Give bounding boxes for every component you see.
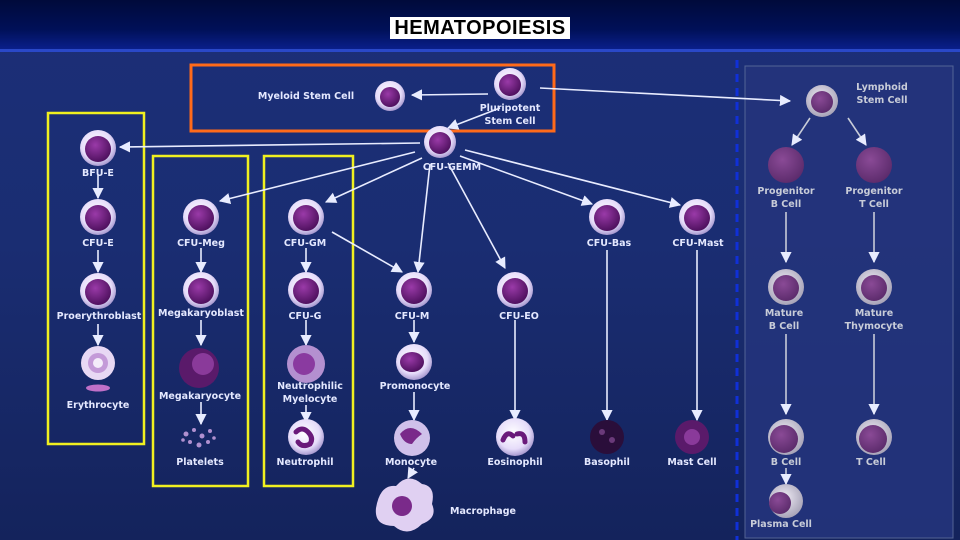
granulocyte-highlight <box>262 154 355 488</box>
svg-text:Stem Cell: Stem Cell <box>857 95 908 106</box>
t-cell: T Cell <box>856 419 892 468</box>
mature-b-cell: Mature B Cell <box>765 269 804 332</box>
svg-text:Erythrocyte: Erythrocyte <box>67 400 130 411</box>
svg-text:Eosinophil: Eosinophil <box>487 457 542 468</box>
svg-text:Macrophage: Macrophage <box>450 506 516 517</box>
svg-text:T Cell: T Cell <box>859 199 889 210</box>
svg-text:Mature: Mature <box>765 308 803 319</box>
svg-text:Plasma Cell: Plasma Cell <box>750 519 812 530</box>
svg-text:CFU-GEMM: CFU-GEMM <box>423 162 481 173</box>
svg-text:Pluripotent: Pluripotent <box>480 103 541 114</box>
svg-text:Myelocyte: Myelocyte <box>283 394 338 405</box>
lymphoid-stem-cell: Lymphoid Stem Cell <box>806 82 908 117</box>
svg-text:Proerythroblast: Proerythroblast <box>57 311 142 322</box>
pluripotent-stem-cell: Pluripotent Stem Cell <box>480 68 541 127</box>
cfu-gemm-cell: CFU-GEMM <box>423 126 481 173</box>
progenitor-b-cell: Progenitor B Cell <box>757 147 815 210</box>
eosinophil-cell: Eosinophil <box>487 418 543 468</box>
monocyte-cell: Monocyte <box>385 420 437 468</box>
svg-text:B Cell: B Cell <box>771 199 801 210</box>
svg-text:CFU-G: CFU-G <box>289 311 322 322</box>
svg-text:Basophil: Basophil <box>584 457 630 468</box>
svg-text:BFU-E: BFU-E <box>82 168 114 179</box>
b-cell: B Cell <box>768 419 804 468</box>
page-title: HEMATOPOIESIS <box>0 0 960 52</box>
neutrophil-cell: Neutrophil <box>277 419 334 468</box>
svg-text:Thymocyte: Thymocyte <box>845 321 904 332</box>
svg-text:CFU-EO: CFU-EO <box>499 311 539 322</box>
cfu-eo-cell: CFU-EO <box>497 272 539 322</box>
mature-thymocyte-cell: Mature Thymocyte <box>845 269 904 332</box>
svg-text:Neutrophil: Neutrophil <box>277 457 334 468</box>
svg-text:Progenitor: Progenitor <box>845 186 903 197</box>
promonocyte-cell: Promonocyte <box>380 344 451 392</box>
neutrophilic-myelocyte-cell: Neutrophilic Myelocyte <box>277 345 343 405</box>
svg-text:CFU-M: CFU-M <box>395 311 430 322</box>
cfu-mast-cell: CFU-Mast <box>672 199 724 249</box>
proerythroblast-cell: Proerythroblast <box>57 273 142 322</box>
basophil-cell: Basophil <box>584 420 630 468</box>
svg-text:Promonocyte: Promonocyte <box>380 381 451 392</box>
megakaryocyte-highlight <box>151 154 250 488</box>
cfu-bas-cell: CFU-Bas <box>587 199 632 249</box>
svg-text:CFU-E: CFU-E <box>82 238 114 249</box>
title-bar: HEMATOPOIESIS <box>0 0 960 52</box>
svg-text:B Cell: B Cell <box>769 321 799 332</box>
cfu-meg-cell: CFU-Meg <box>177 199 225 249</box>
svg-text:Mature: Mature <box>855 308 893 319</box>
cfu-e-cell: CFU-E <box>80 199 116 249</box>
title-label: HEMATOPOIESIS <box>390 17 570 39</box>
bfu-e-cell: BFU-E <box>80 130 116 179</box>
svg-text:Megakaryoblast: Megakaryoblast <box>158 308 244 319</box>
mast-cell: Mast Cell <box>667 420 717 468</box>
svg-text:Neutrophilic: Neutrophilic <box>277 381 343 392</box>
svg-text:Mast Cell: Mast Cell <box>667 457 716 468</box>
svg-text:T Cell: T Cell <box>856 457 886 468</box>
progenitor-t-cell: Progenitor T Cell <box>845 147 903 210</box>
svg-text:Monocyte: Monocyte <box>385 457 437 468</box>
erythroid-highlight <box>46 111 146 446</box>
svg-text:CFU-Meg: CFU-Meg <box>177 238 225 249</box>
svg-text:CFU-GM: CFU-GM <box>284 238 326 249</box>
cfu-g-cell: CFU-G <box>288 272 324 322</box>
svg-text:CFU-Mast: CFU-Mast <box>672 238 724 249</box>
erythrocyte-cell: Erythrocyte <box>67 346 130 411</box>
platelets-cells: Platelets <box>176 428 224 468</box>
cfu-gm-cell: CFU-GM <box>284 199 326 249</box>
svg-text:Progenitor: Progenitor <box>757 186 815 197</box>
lymphoid-arrows <box>780 117 880 486</box>
svg-text:Megakaryocyte: Megakaryocyte <box>159 391 241 402</box>
svg-text:Myeloid Stem Cell: Myeloid Stem Cell <box>258 91 354 102</box>
svg-text:Platelets: Platelets <box>176 457 224 468</box>
myeloid-stem-cell: Myeloid Stem Cell <box>258 81 405 111</box>
svg-text:B Cell: B Cell <box>771 457 801 468</box>
hematopoiesis-diagram: Myeloid Stem Cell Pluripotent Stem Cell … <box>46 60 954 540</box>
svg-text:CFU-Bas: CFU-Bas <box>587 238 632 249</box>
svg-text:Lymphoid: Lymphoid <box>856 82 908 93</box>
cfu-m-cell: CFU-M <box>395 272 432 322</box>
svg-text:Stem Cell: Stem Cell <box>485 116 536 127</box>
megakaryocyte-cell: Megakaryocyte <box>159 348 241 402</box>
plasma-cell: Plasma Cell <box>750 484 812 530</box>
macrophage-cell: Macrophage <box>375 478 516 532</box>
megakaryoblast-cell: Megakaryoblast <box>158 272 244 319</box>
stem-cell-highlight <box>189 63 556 133</box>
arrows <box>92 87 792 479</box>
